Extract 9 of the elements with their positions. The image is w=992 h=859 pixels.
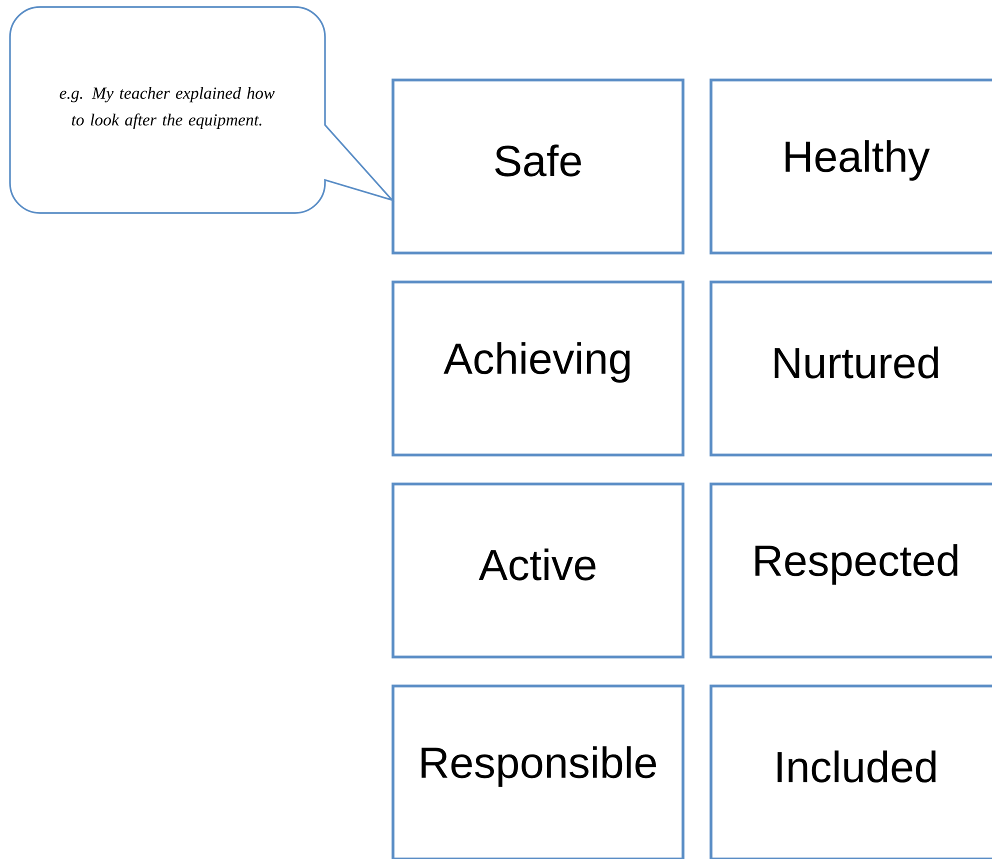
speech-bubble: e.g. My teacher explained how to look after the equipment.: [9, 6, 393, 214]
word-box: Active: [392, 482, 684, 658]
word-box: Achieving: [392, 280, 684, 456]
word-box: Safe: [392, 78, 684, 254]
word-box: Responsible: [392, 684, 684, 859]
word-box: Respected: [710, 482, 992, 658]
word-box: Nurtured: [710, 280, 992, 456]
word-box: Included: [710, 684, 992, 859]
word-box: Healthy: [710, 78, 992, 254]
